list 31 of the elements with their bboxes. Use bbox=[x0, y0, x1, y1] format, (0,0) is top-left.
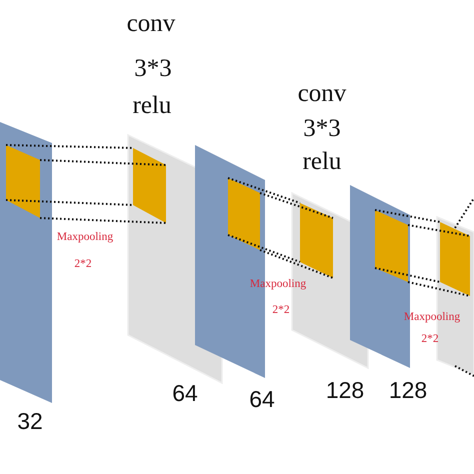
channel-count: 64 bbox=[172, 380, 198, 407]
channel-count: 128 bbox=[388, 377, 428, 404]
dotted-projection-line bbox=[374, 209, 440, 223]
channel-count: 128 bbox=[326, 377, 364, 404]
layer-label: relu bbox=[302, 148, 342, 176]
pooling-label: Maxpooling bbox=[56, 231, 114, 243]
pooling-label: Maxpooling bbox=[250, 278, 306, 290]
pooling-label: 2*2 bbox=[421, 333, 439, 345]
dotted-projection-line bbox=[228, 177, 300, 204]
dotted-projection-line bbox=[6, 144, 134, 149]
layer-label: 3*3 bbox=[134, 55, 172, 83]
channel-count: 64 bbox=[249, 386, 275, 413]
dotted-projection-line bbox=[454, 197, 474, 229]
pooling-label: Maxpooling bbox=[404, 311, 460, 323]
channel-count: 32 bbox=[17, 408, 43, 435]
pooling-label: 2*2 bbox=[272, 304, 290, 316]
dotted-projection-line bbox=[260, 192, 334, 219]
layer-label: conv bbox=[126, 10, 176, 38]
pooling-label: 2*2 bbox=[74, 258, 92, 270]
dotted-projection-line bbox=[6, 199, 134, 206]
dotted-projection-line bbox=[408, 224, 470, 237]
layer-label: 3*3 bbox=[303, 115, 341, 143]
dotted-projection-line bbox=[40, 159, 166, 166]
dotted-projection-line bbox=[408, 281, 470, 297]
dotted-projection-line bbox=[374, 267, 440, 283]
layer-label: relu bbox=[132, 92, 172, 120]
dotted-projection-line bbox=[40, 217, 166, 224]
dotted-projection-line bbox=[454, 365, 474, 377]
dotted-projection-line bbox=[260, 249, 334, 279]
layer-label: conv bbox=[298, 80, 346, 108]
dotted-projection-line bbox=[228, 234, 300, 263]
